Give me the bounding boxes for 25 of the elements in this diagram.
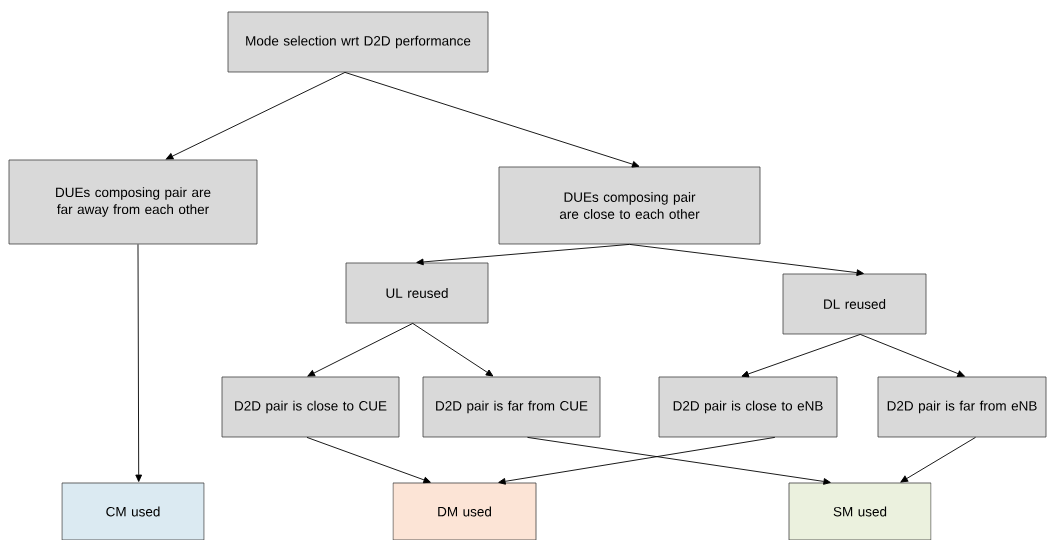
process-box: DL reused xyxy=(782,273,927,335)
arrow xyxy=(498,436,776,485)
arrow xyxy=(416,243,630,266)
process-box: DUEs composing pair are far away from each other xyxy=(8,159,258,245)
process-box: D2D pair is close to CUE xyxy=(221,376,400,438)
process-box: Mode selection wrt D2D performance xyxy=(227,11,489,73)
arrow xyxy=(344,71,640,168)
process-box: SM used xyxy=(788,482,932,540)
process-box: D2D pair is far from CUE xyxy=(422,376,601,438)
process-box: D2D pair is close to eNB xyxy=(658,376,838,438)
arrow xyxy=(165,71,346,160)
arrow xyxy=(527,436,831,485)
arrow xyxy=(629,243,864,276)
process-box: CM used xyxy=(61,482,205,540)
process-box: DUEs composing pair are close to each other xyxy=(498,166,761,245)
arrow xyxy=(859,333,965,377)
arrow xyxy=(900,436,976,483)
arrow xyxy=(135,243,143,482)
arrow xyxy=(307,322,414,377)
arrow xyxy=(741,333,861,378)
arrow xyxy=(412,322,494,377)
arrow xyxy=(306,436,431,484)
process-box: DM used xyxy=(392,482,537,540)
process-box: D2D pair is far from eNB xyxy=(877,376,1047,438)
process-box: UL reused xyxy=(345,262,489,324)
